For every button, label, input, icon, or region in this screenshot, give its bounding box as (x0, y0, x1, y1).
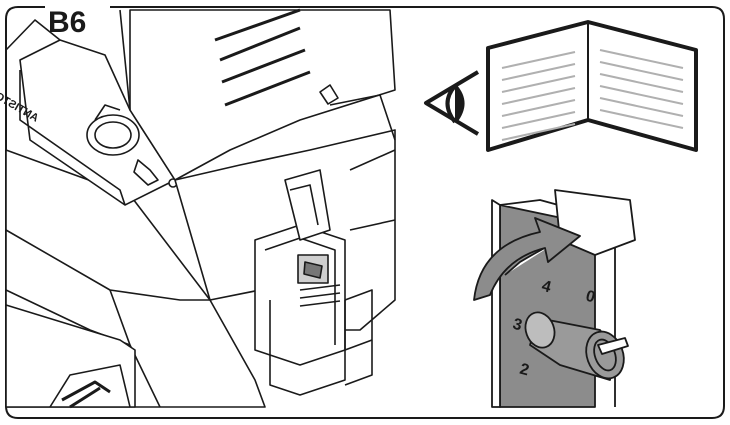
machine-illustration (5, 8, 396, 409)
dial-number-2: 2 (518, 361, 531, 380)
dial-number-3: 3 (511, 316, 524, 335)
manual-booklet-icon (486, 20, 698, 152)
step-label: B6 (48, 6, 87, 39)
frame-border (5, 6, 725, 419)
front-panel (129, 9, 396, 181)
dial-number-0: 0 (584, 288, 597, 307)
lower-housing (5, 304, 136, 408)
dial-number-4: 4 (540, 278, 553, 297)
eye-icon (424, 70, 480, 136)
rotate-arrow-icon (473, 217, 581, 301)
cartridge-module (254, 224, 346, 366)
dial-illustration (473, 189, 636, 408)
